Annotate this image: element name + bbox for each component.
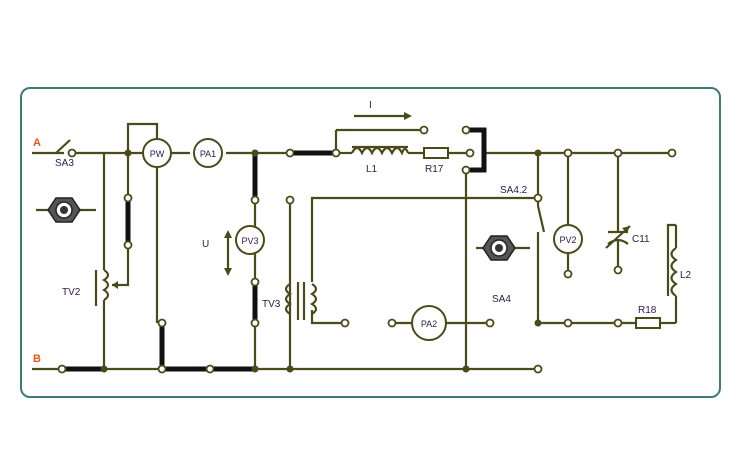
r17-label: R17 — [425, 164, 444, 175]
tv2-transformer — [94, 269, 118, 306]
c11-label: C11 — [632, 234, 650, 245]
voltage-label: U — [202, 239, 209, 250]
voltage-arrow — [224, 230, 232, 276]
terminal-nodes — [57, 125, 677, 374]
top-bus-wires — [32, 127, 672, 270]
c11-capacitor — [605, 225, 631, 249]
tv2-label: TV2 — [62, 287, 81, 298]
l1-inductor — [351, 145, 410, 156]
sa4-2-switch — [536, 205, 546, 233]
pv3-meter: PV3 — [235, 225, 265, 255]
pw-branch-wires — [102, 122, 165, 369]
pv3-label: PV3 — [241, 236, 258, 246]
pv2-meter: PV2 — [553, 224, 583, 254]
sa4-label: SA4 — [492, 294, 511, 305]
pw-label: PW — [150, 149, 165, 159]
r18-label: R18 — [638, 305, 657, 316]
pv2-label: PV2 — [559, 235, 576, 245]
pa2-label: PA2 — [421, 319, 437, 329]
tv3-label: TV3 — [262, 299, 281, 310]
l2-label: L2 — [680, 270, 692, 281]
tv3-transformer — [284, 282, 318, 320]
current-label: I — [369, 100, 372, 111]
l1-label: L1 — [366, 164, 378, 175]
terminal-b-label: B — [33, 353, 41, 365]
pa1-meter: PA1 — [193, 138, 223, 168]
sa4-2-label: SA4.2 — [500, 185, 528, 196]
r17-resistor — [423, 147, 449, 159]
l2-inductor — [666, 247, 678, 297]
current-arrow — [354, 112, 412, 120]
pa2-meter: PA2 — [411, 305, 447, 341]
pa1-label: PA1 — [200, 149, 216, 159]
pw-meter: PW — [142, 138, 172, 168]
knob-icon[interactable] — [476, 235, 530, 261]
terminal-a-label: A — [33, 137, 41, 149]
knob-icon[interactable] — [36, 197, 96, 223]
sa3-label: SA3 — [55, 158, 74, 169]
sa3-switch — [55, 139, 71, 154]
r18-resistor — [635, 317, 661, 329]
junction-dots — [100, 149, 542, 373]
diagram-frame — [20, 87, 721, 398]
